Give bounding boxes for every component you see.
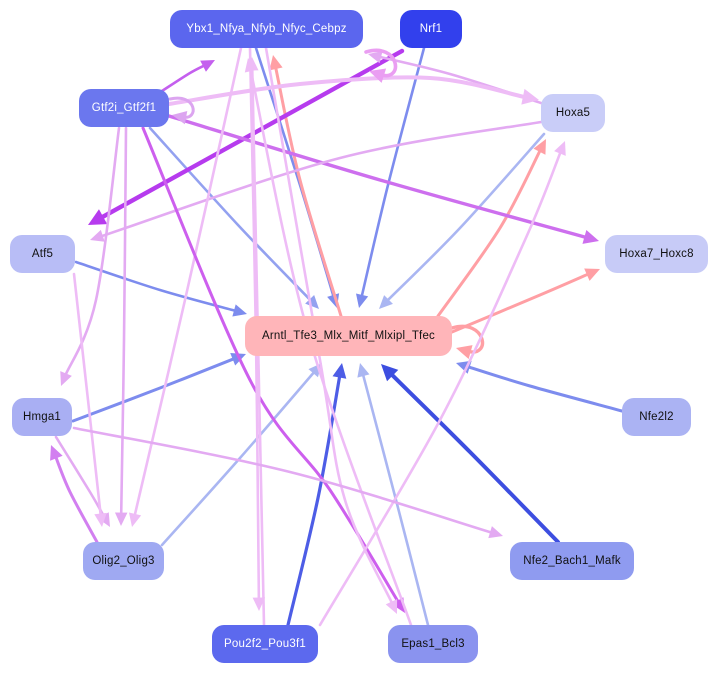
graph-node-ybx1[interactable]: Ybx1_Nfya_Nfyb_Nfyc_Cebpz	[170, 10, 363, 48]
graph-node-label: Hoxa7_Hoxc8	[619, 248, 694, 260]
arrowhead-gtf2i-to-hmga1	[60, 371, 72, 386]
arrowhead-gtf2i-to-hoxa7	[582, 229, 599, 244]
arrowhead-hoxa5-to-center	[379, 295, 393, 309]
edge-gtf2i-to-hoxa5	[167, 75, 529, 106]
edge-gtf2i-to-epas1	[141, 126, 401, 605]
edge-olig2-to-hmga1	[53, 454, 99, 544]
graph-node-label: Epas1_Bcl3	[401, 638, 465, 650]
edge-ybx1-to-olig2	[133, 46, 243, 518]
arrowhead-center-to-hoxa5	[533, 139, 546, 155]
edge-gtf2i-to-hmga1	[63, 126, 121, 378]
arrowhead-center-to-ybx1	[269, 55, 283, 71]
arrowhead-ybx1-to-epas1	[385, 599, 398, 614]
edge-hmga1-to-center	[71, 356, 237, 423]
edge-hmga1-to-olig2	[54, 435, 106, 519]
arrowhead-hmga1-to-nfe2bach	[488, 526, 503, 539]
graph-node-label: Hoxa5	[555, 107, 591, 119]
graph-node-label: Nrf1	[419, 23, 443, 35]
graph-node-pou2f2[interactable]: Pou2f2_Pou3f1	[212, 625, 318, 663]
edge-atf5-to-olig2	[72, 272, 103, 518]
arrowhead-gtf2i-to-hoxa5	[521, 88, 539, 105]
arrowhead-epas1-to-center	[357, 363, 370, 378]
arrowhead-hoxa5-to-ybx1	[368, 51, 383, 64]
graph-node-hoxa7[interactable]: Hoxa7_Hoxc8	[605, 235, 708, 273]
graph-node-label: Nfe2l2	[639, 411, 674, 423]
edge-hmga1-to-nfe2bach	[72, 426, 494, 535]
arrowhead-ybx1-to-olig2	[128, 512, 142, 527]
edge-nfe2l2-to-center	[465, 364, 624, 413]
graph-node-center[interactable]: Arntl_Tfe3_Mlx_Mitf_Mlxipl_Tfec	[245, 316, 452, 356]
arrowhead-pou2f2-to-center	[332, 363, 347, 379]
arrowhead-atf5-to-olig2	[94, 512, 107, 527]
arrowhead-pou2f2-to-hoxa5	[554, 141, 566, 156]
graph-node-label: Olig2_Olig3	[92, 555, 155, 567]
edge-gtf2i-to-gtf2i	[168, 96, 195, 119]
arrowhead-center-to-center	[456, 345, 473, 360]
edge-nrf1-to-center	[360, 46, 426, 299]
edge-gtf2i-to-hoxa7	[167, 114, 590, 240]
arrowhead-atf5-to-center	[232, 304, 247, 317]
arrowhead-nrf1-to-center	[356, 293, 369, 308]
graph-node-hoxa5[interactable]: Hoxa5	[541, 94, 605, 132]
arrowhead-gtf2i-to-center	[305, 294, 319, 309]
graph-node-nrf1[interactable]: Nrf1	[400, 10, 462, 48]
arrowhead-center-to-hoxa7	[584, 268, 600, 281]
graph-node-label: Atf5	[31, 248, 54, 260]
edge-olig2-to-center	[160, 369, 317, 547]
edge-gtf2i-to-olig2	[119, 126, 128, 517]
arrowhead-gtf2i-to-olig2	[114, 512, 128, 526]
graph-node-label: Pou2f2_Pou3f1	[224, 638, 306, 650]
graph-node-nfe2l2[interactable]: Nfe2l2	[622, 398, 691, 436]
arrowhead-ybx1-to-ybx1	[369, 68, 387, 83]
graph-node-nfe2bach[interactable]: Nfe2_Bach1_Mafk	[510, 542, 634, 580]
edge-hoxa5-to-center	[385, 132, 546, 303]
graph-node-epas1[interactable]: Epas1_Bcl3	[388, 625, 478, 663]
edge-gtf2i-to-ybx1	[160, 63, 207, 93]
graph-node-hmga1[interactable]: Hmga1	[12, 398, 72, 436]
edge-nrf1-to-atf5	[97, 48, 405, 221]
edge-atf5-to-center	[74, 260, 238, 313]
graph-node-gtf2i[interactable]: Gtf2i_Gtf2f1	[79, 89, 169, 127]
arrowhead-nfe2bach-to-center	[381, 364, 399, 382]
arrowhead-ybx1-to-pou2f2	[252, 597, 266, 611]
edge-center-to-ybx1	[273, 64, 343, 318]
arrowhead-nrf1-to-atf5	[88, 209, 108, 225]
graph-node-label: Nfe2_Bach1_Mafk	[523, 555, 621, 567]
arrowhead-hoxa5-to-atf5	[90, 229, 105, 242]
graph-node-label: Gtf2i_Gtf2f1	[91, 102, 157, 114]
edge-pou2f2-to-hoxa5	[318, 149, 563, 627]
graph-node-label: Ybx1_Nfya_Nfyb_Nfyc_Cebpz	[186, 23, 347, 35]
arrowhead-olig2-to-hmga1	[50, 445, 63, 461]
arrowhead-gtf2i-to-gtf2i	[172, 110, 188, 125]
arrowhead-hmga1-to-center	[230, 352, 246, 366]
edge-center-to-hoxa5	[436, 147, 543, 318]
edge-hoxa5-to-atf5	[98, 120, 543, 238]
graph-node-atf5[interactable]: Atf5	[10, 235, 75, 273]
arrowhead-epas1-to-ybx1	[244, 58, 257, 73]
edge-pou2f2-to-center	[286, 372, 342, 627]
arrowhead-gtf2i-to-ybx1	[200, 60, 215, 72]
edge-center-to-hoxa7	[450, 272, 592, 334]
graph-node-olig2[interactable]: Olig2_Olig3	[83, 542, 164, 580]
edge-ybx1-to-ybx1	[364, 48, 398, 78]
graph-node-label: Hmga1	[22, 411, 62, 423]
edge-nfe2bach-to-center	[388, 371, 560, 544]
edge-ybx1-to-epas1	[264, 46, 394, 606]
graph-node-label: Arntl_Tfe3_Mlx_Mitf_Mlxipl_Tfec	[261, 330, 435, 342]
